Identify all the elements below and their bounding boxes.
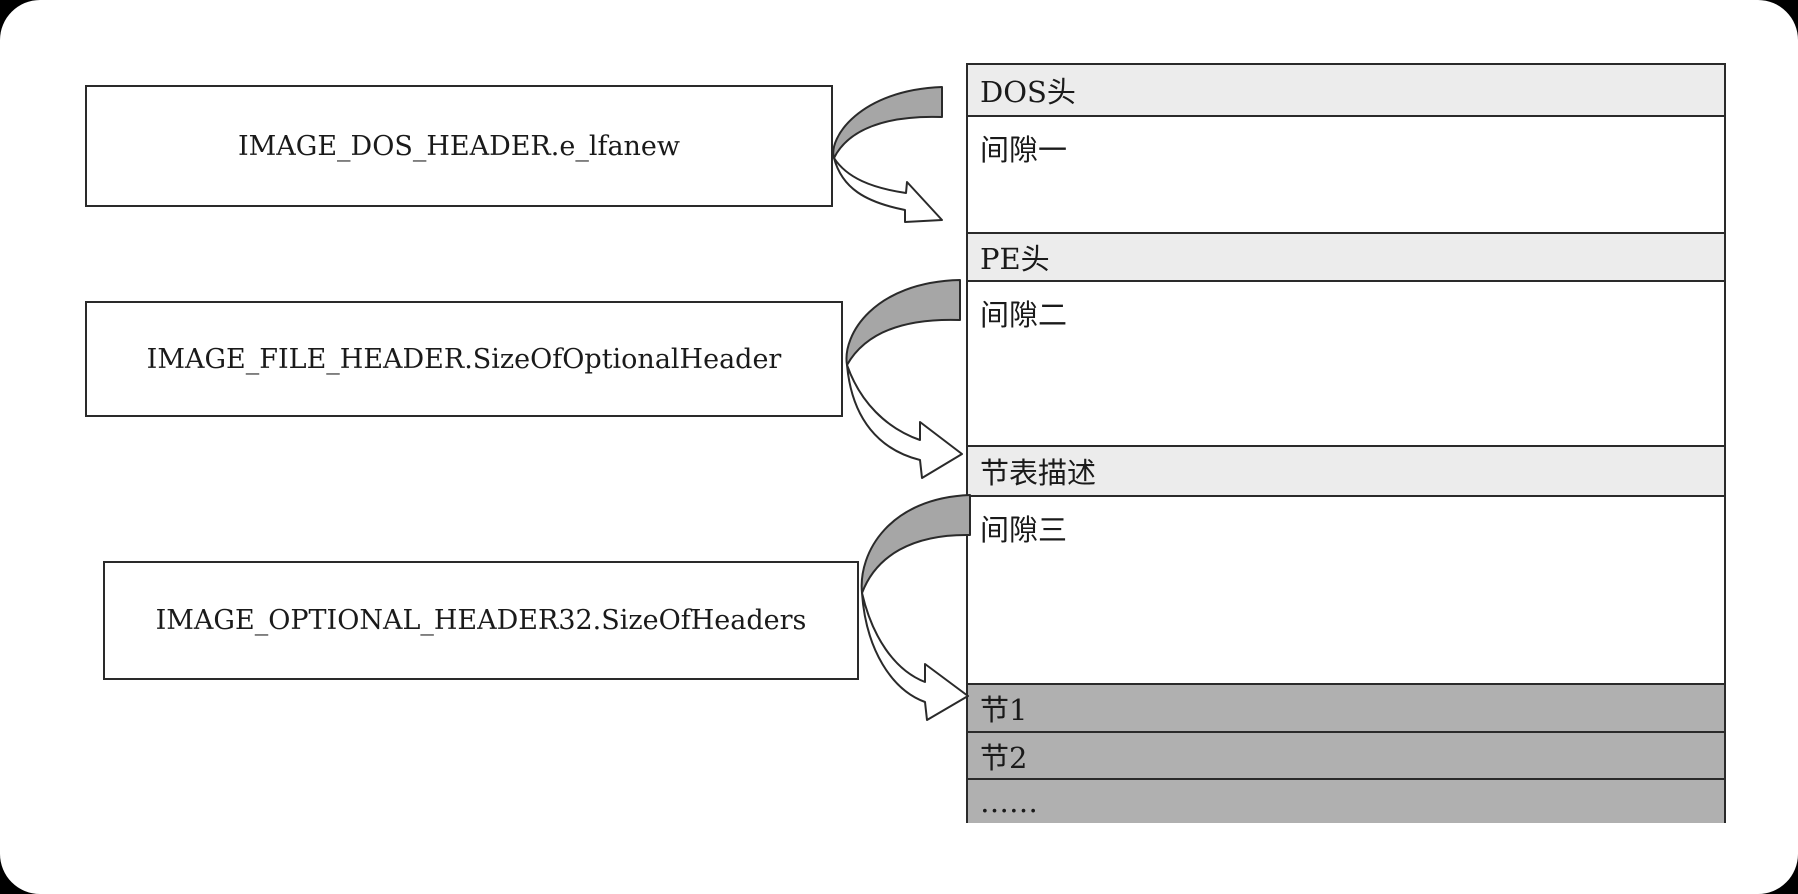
segment-section-2-label: 节2 bbox=[980, 740, 1028, 775]
optional-header-field-box: IMAGE_OPTIONAL_HEADER32.SizeOfHeaders bbox=[103, 561, 859, 680]
segment-gap-1-label: 间隙一 bbox=[980, 133, 1068, 167]
curved-arrow-icon bbox=[860, 494, 971, 721]
segment-gap-2: 间隙二 bbox=[968, 280, 1724, 445]
segment-pe-head: PE头 bbox=[968, 232, 1724, 280]
curved-arrow-icon bbox=[832, 86, 943, 223]
segment-gap-2-label: 间隙二 bbox=[980, 298, 1068, 332]
segment-pe-head-label: PE头 bbox=[980, 242, 1050, 276]
segment-gap-1: 间隙一 bbox=[968, 115, 1724, 232]
file-header-field-box: IMAGE_FILE_HEADER.SizeOfOptionalHeader bbox=[85, 301, 843, 417]
segment-gap-3: 间隙三 bbox=[968, 495, 1724, 683]
segment-section-1: 节1 bbox=[968, 683, 1724, 731]
optional-header-field-label: IMAGE_OPTIONAL_HEADER32.SizeOfHeaders bbox=[155, 605, 807, 636]
segment-section-table-label: 节表描述 bbox=[980, 456, 1097, 490]
dos-header-field-box: IMAGE_DOS_HEADER.e_lfanew bbox=[85, 85, 833, 207]
curved-arrow-icon bbox=[845, 279, 963, 479]
segment-dos-head: DOS头 bbox=[968, 65, 1724, 115]
segment-dos-head-label: DOS头 bbox=[980, 75, 1076, 109]
segment-more-sections-label: …… bbox=[980, 784, 1038, 819]
segment-more-sections: …… bbox=[968, 778, 1724, 823]
pe-file-layout: DOS头 间隙一 PE头 间隙二 节表描述 间隙三 节1 节2 …… bbox=[966, 63, 1726, 823]
segment-section-1-label: 节1 bbox=[980, 693, 1028, 727]
dos-header-field-label: IMAGE_DOS_HEADER.e_lfanew bbox=[237, 130, 681, 162]
file-header-field-label: IMAGE_FILE_HEADER.SizeOfOptionalHeader bbox=[146, 343, 782, 375]
segment-section-table: 节表描述 bbox=[968, 445, 1724, 495]
segment-gap-3-label: 间隙三 bbox=[980, 513, 1068, 547]
segment-section-2: 节2 bbox=[968, 731, 1724, 778]
